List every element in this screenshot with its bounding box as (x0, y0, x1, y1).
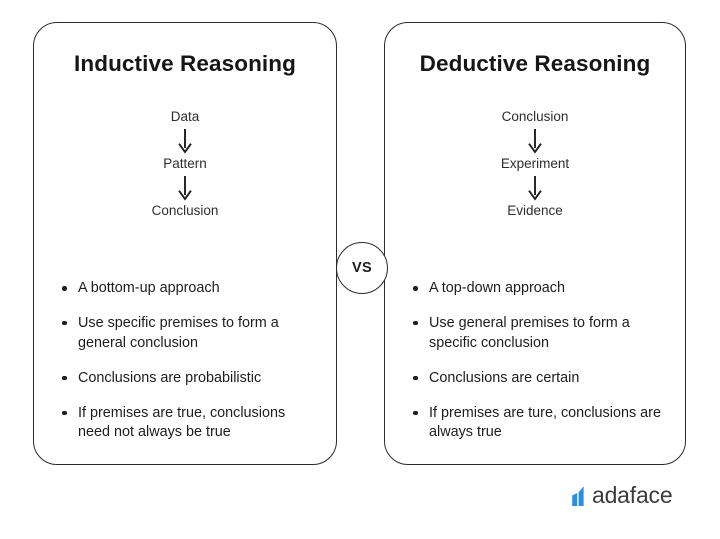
arrow-down-icon (528, 129, 542, 154)
list-item: Conclusions are certain (409, 369, 669, 389)
arrow-down-icon (528, 176, 542, 202)
bullet-dot-icon (413, 375, 418, 381)
bullet-dot-icon (62, 286, 67, 291)
card-title-deductive: Deductive Reasoning (419, 51, 651, 76)
list-item: Use specific premises to form a general … (58, 314, 320, 354)
list-item-text: Use general premises to form a specific … (429, 314, 630, 351)
comparison-card-inductive: Inductive Reasoning Data Pattern Conclus… (33, 22, 337, 465)
list-item-text: Conclusions are certain (429, 369, 580, 386)
list-item-text: If premises are ture, conclusions are al… (429, 404, 661, 441)
list-item: Use general premises to form a specific … (409, 314, 669, 354)
flow-step-label: Evidence (507, 203, 563, 219)
flow-step-label: Conclusion (501, 109, 569, 124)
flow-step-label: Pattern (163, 156, 207, 172)
flow-step-label: Data (170, 109, 200, 124)
arrow-down-icon (178, 129, 192, 154)
list-item: If premises are true, conclusions need n… (58, 404, 320, 444)
bar-chart-mark-icon (572, 485, 584, 506)
bullet-dot-icon (62, 410, 67, 416)
bullet-dot-icon (413, 410, 418, 416)
card-title-inductive: Inductive Reasoning (74, 51, 296, 76)
bullet-dot-icon (62, 375, 67, 381)
list-item: A bottom-up approach (58, 279, 320, 299)
list-item-text: Use specific premises to form a general … (78, 314, 279, 351)
flow-step-label: Experiment (500, 156, 570, 172)
adaface-logo: adaface (569, 482, 673, 508)
flow-diagram-inductive: Data Pattern Conclusion (34, 109, 336, 220)
bullet-dot-icon (62, 320, 67, 326)
list-item-text: If premises are true, conclusions need n… (78, 404, 286, 441)
list-item: Conclusions are probabilistic (58, 369, 320, 389)
list-item-text: A bottom-up approach (78, 280, 220, 296)
comparison-card-deductive: Deductive Reasoning Conclusion Experimen… (384, 22, 686, 465)
feature-list-inductive: A bottom-up approach Use specific premis… (58, 279, 320, 443)
flow-diagram-deductive: Conclusion Experiment Evidence (385, 109, 685, 220)
flow-step-label: Conclusion (151, 203, 219, 219)
vs-badge: VS (336, 242, 388, 294)
list-item-text: Conclusions are probabilistic (78, 369, 262, 386)
bullet-dot-icon (413, 286, 418, 291)
list-item: If premises are ture, conclusions are al… (409, 404, 669, 444)
list-item-text: A top-down approach (429, 280, 566, 296)
logo-wordmark: adaface (592, 482, 673, 508)
feature-list-deductive: A top-down approach Use general premises… (409, 279, 669, 443)
bullet-dot-icon (413, 320, 418, 326)
arrow-down-icon (178, 176, 192, 202)
list-item: A top-down approach (409, 279, 669, 299)
